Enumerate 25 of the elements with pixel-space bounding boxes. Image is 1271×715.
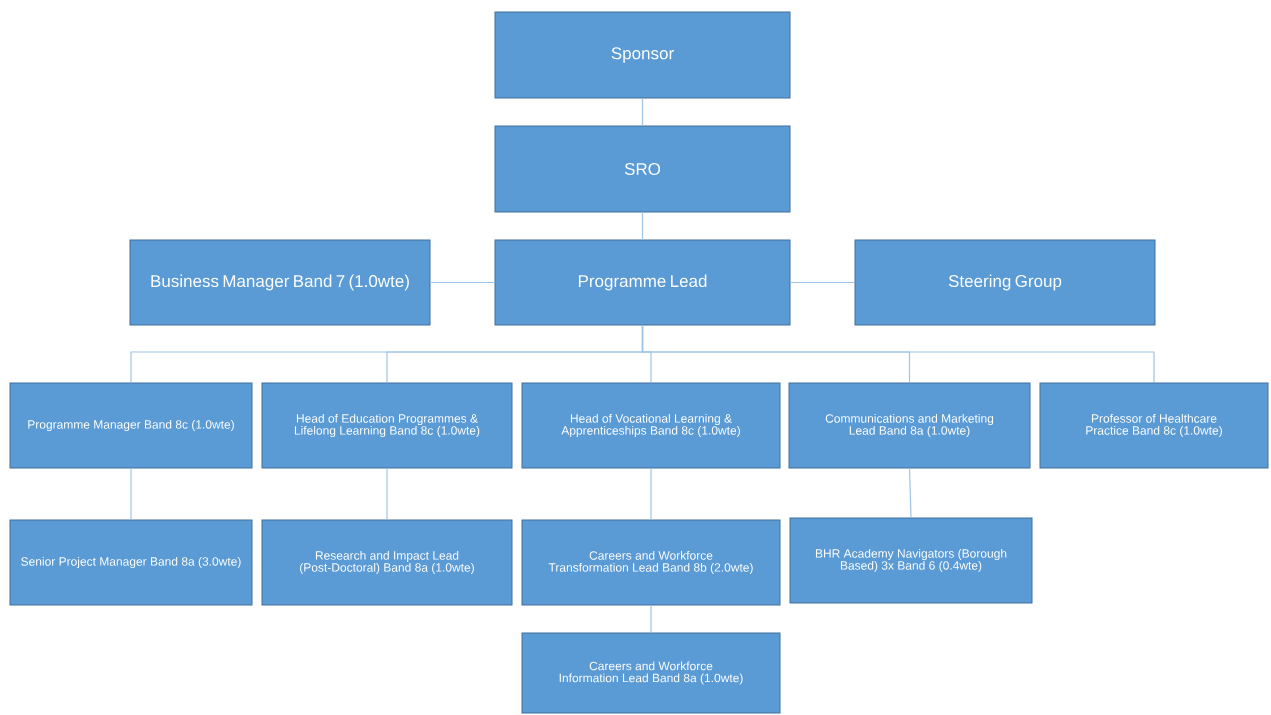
org-box: BHR Academy Navigators (Borough Based) 3x Band 6 (0.4wte) bbox=[789, 517, 1033, 604]
connector-line bbox=[386, 467, 388, 521]
org-box: Steering Group bbox=[854, 239, 1156, 326]
org-box: Senior Project Manager Band 8a (3.0wte) bbox=[9, 519, 253, 606]
connector-line bbox=[650, 604, 652, 634]
connector-line bbox=[641, 97, 644, 127]
connector-line bbox=[641, 211, 644, 241]
org-box: Sponsor bbox=[494, 11, 791, 99]
org-box: Head of Education Programmes & Lifelong Learning Band 8c (1.0wte) bbox=[261, 382, 513, 469]
connector-line bbox=[908, 467, 912, 519]
org-box: Research and Impact Lead (Post-Doctoral) Band 8a (1.0wte) bbox=[261, 519, 513, 606]
org-box: Business Manager Band 7 (1.0wte) bbox=[129, 239, 431, 326]
org-box: Head of Vocational Learning & Apprenticeships Band 8c (1.0wte) bbox=[521, 382, 781, 469]
connector-line bbox=[429, 281, 496, 284]
org-box: SRO bbox=[494, 125, 791, 213]
connector-line bbox=[130, 467, 132, 521]
org-box: Programme Lead bbox=[494, 239, 791, 326]
connector-line bbox=[641, 324, 1155, 384]
org-box: Communications and Marketing Lead Band 8a (1.0wte) bbox=[788, 382, 1031, 469]
org-box: Professor of Healthcare Practice Band 8c (1.0wte) bbox=[1039, 382, 1269, 469]
org-box: Careers and Workforce Information Lead Band 8a (1.0wte) bbox=[521, 632, 781, 714]
org-box: Programme Manager Band 8c (1.0wte) bbox=[9, 382, 253, 469]
connector-line bbox=[789, 281, 856, 284]
connector-line bbox=[650, 467, 652, 521]
org-box: Careers and Workforce Transformation Lead Band 8b (2.0wte) bbox=[521, 519, 781, 606]
